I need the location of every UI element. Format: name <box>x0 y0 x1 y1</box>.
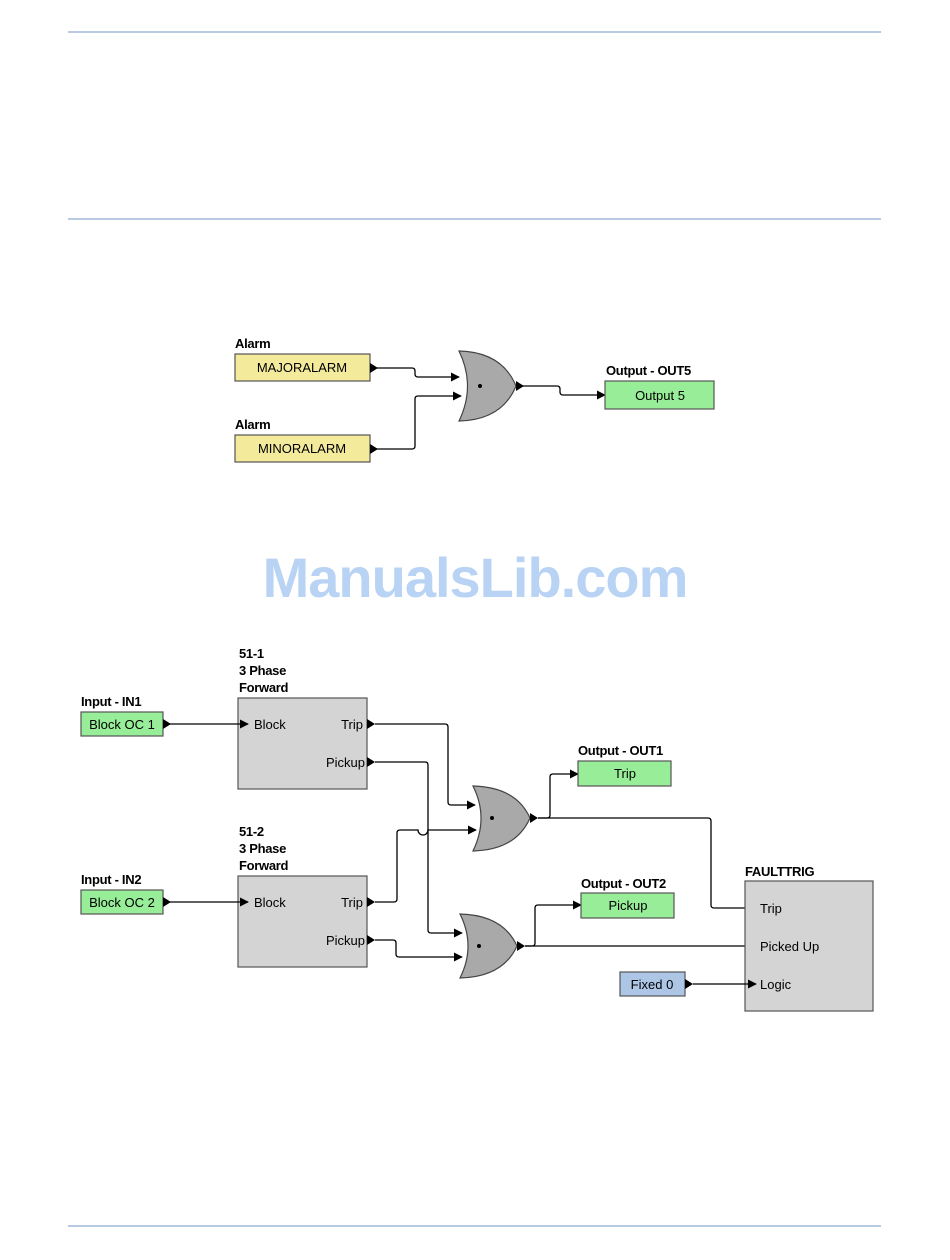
wire-trip-gate-to-out1 <box>538 774 578 818</box>
faulttrig-block[interactable]: Trip Picked Up Logic <box>745 881 873 1011</box>
output5-label: Output 5 <box>635 388 685 403</box>
element51-2-header-direction: Forward <box>239 858 289 873</box>
element51-1-block-port: Block <box>254 717 286 732</box>
output2-block[interactable]: Pickup <box>581 893 674 918</box>
output1-block[interactable]: Trip <box>578 761 671 786</box>
faulttrig-header: FAULTTRIG <box>745 864 814 879</box>
element51-2-header-id: 51-2 <box>239 824 264 839</box>
input1-block[interactable]: Block OC 1 <box>81 712 163 736</box>
or-gate-alarm[interactable] <box>459 351 516 421</box>
faulttrig-trip-port: Trip <box>760 901 782 916</box>
output5-header: Output - OUT5 <box>606 363 691 378</box>
major-alarm-header: Alarm <box>235 336 270 351</box>
minor-alarm-label: MINORALARM <box>258 441 346 456</box>
element51-2-pickup-port: Pickup <box>326 933 365 948</box>
element51-2-trip-port: Trip <box>341 895 363 910</box>
element51-1-block[interactable]: Block Trip Pickup <box>238 698 367 789</box>
output2-header: Output - OUT2 <box>581 876 666 891</box>
output2-label: Pickup <box>608 898 647 913</box>
element51-1-trip-port: Trip <box>341 717 363 732</box>
wire-gate-to-out5 <box>516 386 605 395</box>
fixed0-label: Fixed 0 <box>631 977 674 992</box>
input2-block[interactable]: Block OC 2 <box>81 890 163 914</box>
wire-51-2-pickup-to-gate <box>375 940 462 957</box>
faulttrig-logic-port: Logic <box>760 977 792 992</box>
element51-2-block[interactable]: Block Trip Pickup <box>238 876 367 967</box>
input2-label: Block OC 2 <box>89 895 155 910</box>
or-gate-pickup[interactable] <box>460 914 517 978</box>
alarm-or-diagram: Alarm MAJORALARM Alarm MINORALARM Output… <box>235 336 714 462</box>
wire-51-1-trip-to-gate <box>375 724 475 805</box>
input1-label: Block OC 1 <box>89 717 155 732</box>
element51-1-header-phase: 3 Phase <box>239 663 286 678</box>
wire-pickup-gate-to-out2 <box>525 905 581 946</box>
minor-alarm-header: Alarm <box>235 417 270 432</box>
fixed0-block[interactable]: Fixed 0 <box>620 972 685 996</box>
wire-51-1-pickup-to-gate <box>375 762 462 933</box>
output1-header: Output - OUT1 <box>578 743 663 758</box>
watermark: ManualsLib.com <box>0 545 950 610</box>
element51-2-header-phase: 3 Phase <box>239 841 286 856</box>
overcurrent-diagram: Input - IN1 Block OC 1 Input - IN2 Block… <box>81 646 873 1011</box>
element51-2-block-port: Block <box>254 895 286 910</box>
element51-1-pickup-port: Pickup <box>326 755 365 770</box>
minor-alarm-block[interactable]: MINORALARM <box>235 435 370 462</box>
input2-header: Input - IN2 <box>81 872 141 887</box>
faulttrig-picked-up-port: Picked Up <box>760 939 819 954</box>
element51-1-header-direction: Forward <box>239 680 289 695</box>
output5-block[interactable]: Output 5 <box>605 381 714 409</box>
major-alarm-label: MAJORALARM <box>257 360 347 375</box>
wire-minor-to-gate <box>370 396 461 449</box>
input1-header: Input - IN1 <box>81 694 141 709</box>
wire-51-2-trip-to-gate <box>375 830 476 902</box>
or-gate-trip[interactable] <box>473 786 530 851</box>
element51-1-header-id: 51-1 <box>239 646 264 661</box>
wire-major-to-gate <box>370 368 459 377</box>
major-alarm-block[interactable]: MAJORALARM <box>235 354 370 381</box>
output1-label: Trip <box>614 766 636 781</box>
